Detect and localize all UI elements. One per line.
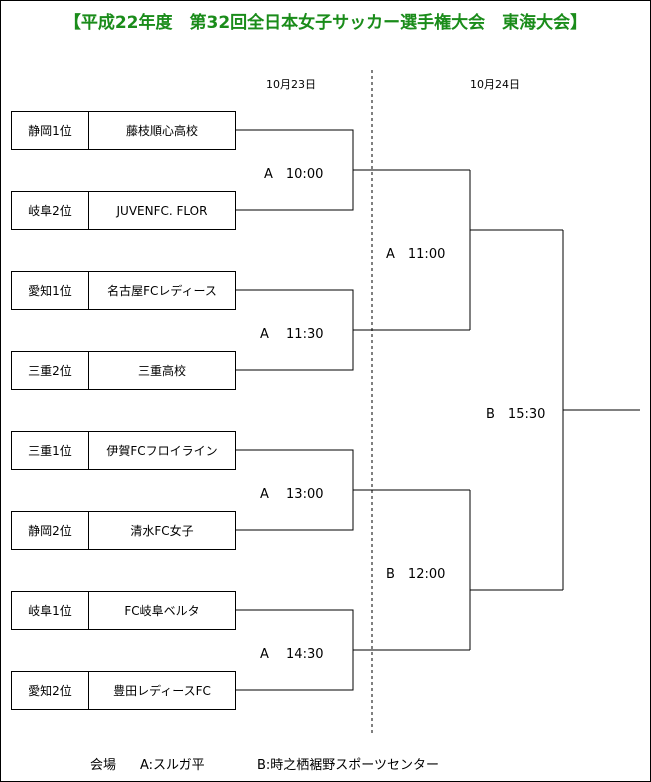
- team-name: 名古屋FCレディース: [107, 284, 217, 298]
- date-day1: 10月23日: [266, 78, 316, 91]
- venue-a: A:スルガ平: [140, 758, 205, 773]
- team-box-6: 静岡2位 清水FC女子: [11, 511, 236, 550]
- team-seed: 三重2位: [12, 352, 89, 389]
- team-seed: 愛知1位: [12, 272, 89, 309]
- team-box-7: 岐阜1位 FC岐阜ベルタ: [11, 591, 236, 630]
- match-label-r1-2: A 11:30: [260, 327, 324, 342]
- team-name: FC岐阜ベルタ: [124, 604, 200, 618]
- venue-heading: 会場: [90, 758, 117, 773]
- team-box-4: 三重2位 三重高校: [11, 351, 236, 390]
- team-seed: 愛知2位: [12, 672, 89, 709]
- team-seed: 三重1位: [12, 432, 89, 469]
- team-name: JUVENFC. FLOR: [116, 203, 208, 218]
- match-label-r2-1: A 11:00: [386, 247, 446, 262]
- team-name: 藤枝順心高校: [125, 124, 198, 138]
- match-label-r1-1: A 10:00: [264, 167, 324, 182]
- team-box-5: 三重1位 伊賀FCフロイライン: [11, 431, 236, 470]
- team-box-3: 愛知1位 名古屋FCレディース: [11, 271, 236, 310]
- match-label-r1-4: A 14:30: [260, 647, 324, 662]
- team-name: 三重高校: [137, 364, 186, 378]
- match-label-r2-2: B 12:00: [386, 567, 446, 582]
- team-box-1: 静岡1位 藤枝順心高校: [11, 111, 236, 150]
- team-seed: 静岡2位: [12, 512, 89, 549]
- team-seed: 静岡1位: [12, 112, 89, 149]
- match-label-r1-3: A 13:00: [260, 487, 324, 502]
- team-name: 豊田レディースFC: [113, 684, 211, 698]
- team-name: 清水FC女子: [130, 524, 194, 538]
- match-label-final: B 15:30: [486, 407, 546, 422]
- team-seed: 岐阜1位: [12, 592, 89, 629]
- venue-b: B:時之栖裾野スポーツセンター: [257, 758, 440, 773]
- team-box-8: 愛知2位 豊田レディースFC: [11, 671, 236, 710]
- team-seed: 岐阜2位: [12, 192, 89, 229]
- team-name: 伊賀FCフロイライン: [106, 444, 218, 458]
- date-day2: 10月24日: [470, 78, 520, 91]
- team-box-2: 岐阜2位 JUVENFC. FLOR: [11, 191, 236, 230]
- page-title: 【平成22年度 第32回全日本女子サッカー選手権大会 東海大会】: [63, 13, 588, 33]
